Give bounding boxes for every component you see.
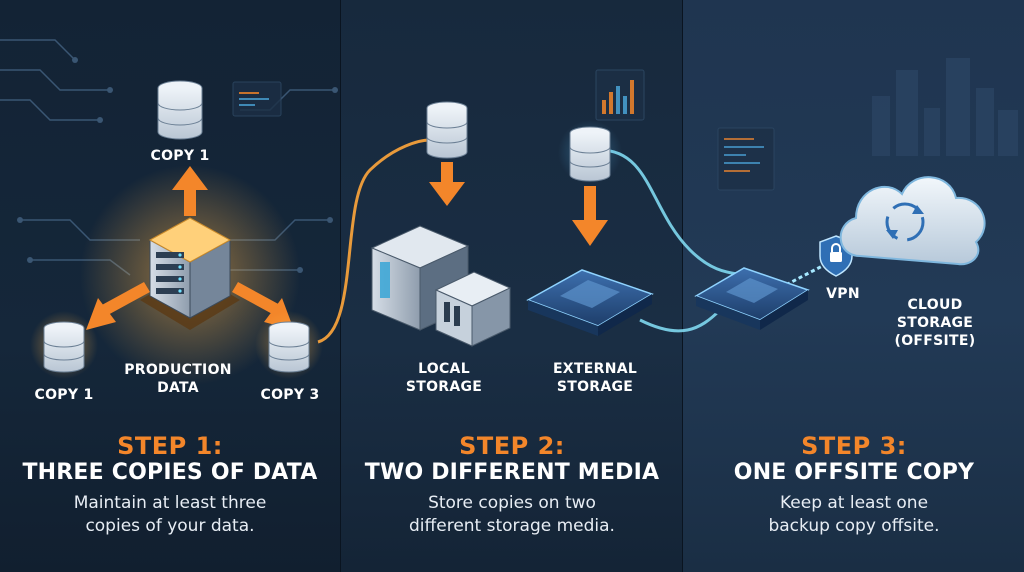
step1-desc-line2: copies of your data. bbox=[85, 516, 255, 536]
production-label-line2: DATA bbox=[157, 380, 199, 396]
step1-description: Maintain at least three copies of your d… bbox=[0, 492, 340, 538]
local-storage-label: LOCAL STORAGE bbox=[394, 360, 494, 396]
db-icon-copy3 bbox=[255, 311, 323, 379]
external-label-line1: EXTERNAL bbox=[552, 361, 638, 377]
step2-number: STEP 2: bbox=[459, 432, 565, 460]
vpn-label: VPN bbox=[826, 286, 860, 302]
step1-number: STEP 1: bbox=[117, 432, 223, 460]
step3-number: STEP 3: bbox=[801, 432, 907, 460]
external-drive-icon bbox=[526, 269, 654, 336]
production-label-line1: PRODUCTION bbox=[124, 362, 232, 378]
db-icon-copy1-top bbox=[157, 80, 203, 140]
step2-desc-line2: different storage media. bbox=[409, 516, 615, 536]
production-server-icon bbox=[140, 217, 240, 330]
mini-chart-window-2 bbox=[595, 69, 645, 121]
production-data-label: PRODUCTION DATA bbox=[118, 361, 238, 397]
cloud-icon bbox=[839, 176, 986, 266]
step1-title: THREE COPIES OF DATA bbox=[22, 460, 318, 485]
local-storage-icon bbox=[370, 225, 512, 347]
copy1-left-label: COPY 1 bbox=[34, 387, 94, 403]
db-icon-external bbox=[558, 120, 622, 184]
step3-description: Keep at least one backup copy offsite. bbox=[684, 492, 1024, 538]
db-icon-local bbox=[426, 101, 468, 159]
cloud-label-line3: (OFFSITE) bbox=[894, 333, 976, 349]
step3-title: ONE OFFSITE COPY bbox=[733, 460, 975, 485]
db-icon-copy1-left bbox=[30, 311, 98, 379]
local-label-line2: STORAGE bbox=[405, 379, 483, 395]
step1-desc-line1: Maintain at least three bbox=[73, 493, 267, 513]
external-storage-label: EXTERNAL STORAGE bbox=[540, 360, 650, 396]
copy1-top-label: COPY 1 bbox=[150, 148, 210, 164]
cable-orange bbox=[317, 138, 431, 344]
arrow-up bbox=[172, 166, 208, 216]
cloud-label-line2: STORAGE bbox=[896, 315, 974, 331]
external-label-line2: STORAGE bbox=[556, 379, 634, 395]
step3-desc-line2: backup copy offsite. bbox=[768, 516, 940, 536]
arrow-left bbox=[86, 282, 150, 330]
mini-chart-window-1 bbox=[232, 81, 282, 117]
city-skyline bbox=[872, 58, 1018, 156]
step2-desc-line1: Store copies on two bbox=[428, 493, 596, 513]
step2-title: TWO DIFFERENT MEDIA bbox=[364, 460, 660, 485]
arrow-down-local bbox=[429, 162, 465, 206]
step2-description: Store copies on two different storage me… bbox=[342, 492, 682, 538]
cloud-storage-label: CLOUD STORAGE (OFFSITE) bbox=[880, 296, 990, 350]
step3-desc-line1: Keep at least one bbox=[779, 493, 929, 513]
cable-blue-2 bbox=[639, 308, 722, 333]
copy3-label: COPY 3 bbox=[260, 387, 320, 403]
arrow-down-external bbox=[572, 186, 608, 246]
offsite-drive-icon bbox=[694, 267, 810, 330]
mini-code-window-3 bbox=[717, 127, 775, 191]
cloud-label-line1: CLOUD bbox=[907, 297, 963, 313]
local-label-line1: LOCAL bbox=[418, 361, 470, 377]
